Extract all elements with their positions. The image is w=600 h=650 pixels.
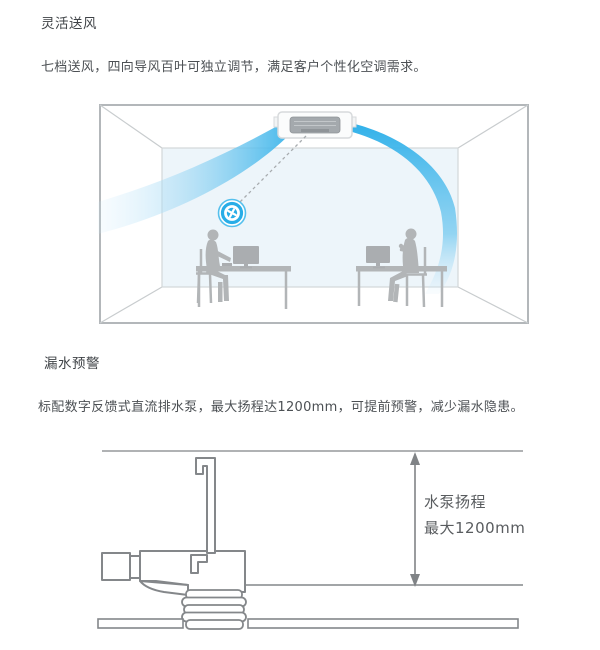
- left-air-stream: [98, 124, 288, 234]
- drain-pipe-outline: [190, 457, 216, 574]
- right-air-stream: [345, 122, 458, 294]
- ceiling-panel-bars: [97, 618, 519, 629]
- dashed-pointer-line: [238, 135, 307, 204]
- double-headed-arrow: [410, 452, 420, 587]
- section-description-flexible-air: 七档送风，四向导风百叶可独立调节，满足客户个性化空调需求。: [41, 60, 427, 75]
- corrugated-drain-hose: [181, 589, 247, 630]
- fan-mode-icon: [217, 198, 247, 228]
- right-worker-at-desk: [356, 228, 447, 308]
- ceiling-cassette-unit: [273, 111, 357, 139]
- section-description-leak-warning: 标配数字反馈式直流排水泵，最大扬程达1200mm，可提前预警，减少漏水隐患。: [38, 400, 524, 415]
- pump-lift-label-line2: 最大1200mm: [424, 519, 526, 537]
- section-title-flexible-air: 灵活送风: [41, 16, 97, 32]
- pump-lift-label-line1: 水泵扬程: [424, 493, 487, 511]
- airflow-room-illustration: [98, 104, 529, 324]
- drain-pump-lift-diagram: [97, 450, 523, 630]
- section-title-leak-warning: 漏水预警: [44, 356, 100, 372]
- left-worker-at-desk: [196, 229, 291, 309]
- pump-lift-label: 水泵扬程 最大1200mm: [424, 489, 525, 541]
- drain-pump-body: [101, 550, 246, 596]
